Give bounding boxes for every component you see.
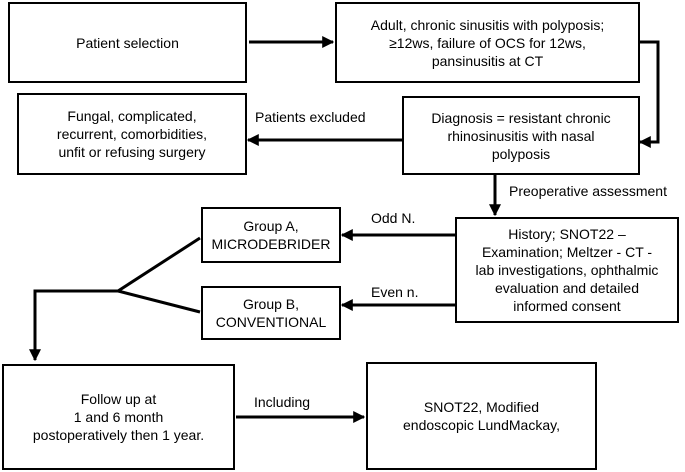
exclusion-criteria-box: Fungal, complicated, recurrent, comorbid… xyxy=(17,93,247,175)
inclusion-line: Adult, chronic sinusitis with polyposis; xyxy=(370,16,605,33)
group-a-line: Group A, xyxy=(243,218,299,234)
including-label: Including xyxy=(254,394,311,410)
exclusion-line: recurrent, comorbidities, xyxy=(56,126,208,142)
even-n-label: Even n. xyxy=(371,284,419,300)
patient-selection-line: Patient selection xyxy=(76,34,179,51)
group-b-box: Group B, CONVENTIONAL xyxy=(201,286,341,340)
outcomes-box: SNOT22, Modified endoscopic LundMackay, xyxy=(366,362,597,470)
arrow-to-followup xyxy=(29,289,118,362)
assessment-line: lab investigations, ophthalmic xyxy=(475,262,659,278)
patients-excluded-label: Patients excluded xyxy=(255,109,366,125)
group-b-line: CONVENTIONAL xyxy=(215,314,327,330)
inclusion-line: pansinusitis at CT xyxy=(431,52,544,69)
assessment-line: informed consent xyxy=(513,298,621,314)
assessment-line: History; SNOT22 – xyxy=(508,226,626,242)
inclusion-criteria-box: Adult, chronic sinusitis with polyposis;… xyxy=(335,2,640,83)
diagnosis-box: Diagnosis = resistant chronic rhinosinus… xyxy=(402,96,640,175)
preoperative-assessment-label: Preoperative assessment xyxy=(509,183,667,199)
group-b-line: Group B, xyxy=(242,296,300,312)
assessment-line: Examination; Meltzer - CT - xyxy=(481,244,653,260)
follow-up-line: Follow up at xyxy=(80,391,157,407)
assessment-box: History; SNOT22 – Examination; Meltzer -… xyxy=(455,217,679,323)
exclusion-line: unfit or refusing surgery xyxy=(58,144,206,160)
diagnosis-line: rhinosinusitis with nasal xyxy=(447,127,595,144)
assessment-line: evaluation and detailed xyxy=(494,280,639,296)
outcomes-line: endoscopic LundMackay, xyxy=(403,417,560,433)
follow-up-line: 1 and 6 month xyxy=(73,409,164,425)
diagnosis-line: polyposis xyxy=(491,145,551,162)
follow-up-line: postoperatively then 1 year. xyxy=(32,427,205,443)
group-a-box: Group A, MICRODEBRIDER xyxy=(201,207,341,263)
inclusion-line: ≥12ws, failure of OCS for 12ws, xyxy=(389,34,586,51)
diagnosis-line: Diagnosis = resistant chronic xyxy=(431,109,611,126)
odd-n-label: Odd N. xyxy=(371,210,416,226)
outcomes-line: SNOT22, Modified xyxy=(423,399,540,415)
patient-selection-box: Patient selection xyxy=(8,2,247,83)
connector-groups-to-followup xyxy=(114,236,201,314)
group-a-line: MICRODEBRIDER xyxy=(211,236,331,252)
exclusion-line: Fungal, complicated, xyxy=(67,108,197,124)
arrow-inclusion-to-diagnosis xyxy=(638,40,660,148)
follow-up-box: Follow up at 1 and 6 month postoperative… xyxy=(2,364,235,470)
